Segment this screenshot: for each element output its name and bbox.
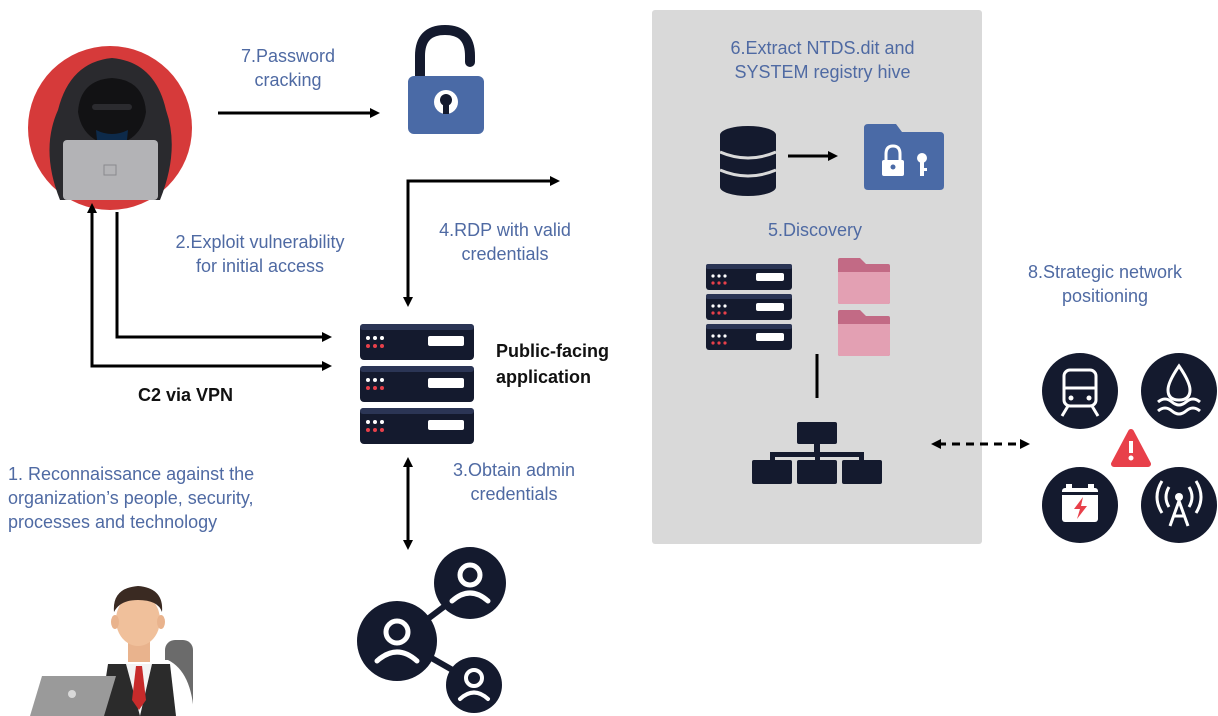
battery-icon — [1042, 467, 1118, 543]
arrow-c2-vpn — [87, 203, 332, 371]
database-icon — [719, 126, 777, 196]
org-chart-icon — [752, 422, 882, 484]
arrow-rdp — [403, 176, 560, 307]
c2-via-vpn-label: C2 via VPN — [138, 385, 234, 405]
step-3-label: 3.Obtain admin credentials — [452, 460, 576, 504]
padlock-open-icon — [408, 24, 484, 134]
hacker-icon — [28, 46, 192, 210]
folder-icon — [838, 258, 890, 356]
arrow-exploit — [115, 212, 332, 342]
warning-icon — [1111, 429, 1151, 467]
step-8-label: 8.Strategic network positioning — [1027, 262, 1183, 306]
water-icon — [1141, 353, 1217, 429]
step-6-label: 6.Extract NTDS.dit and SYSTEM registry h… — [730, 38, 915, 82]
public-facing-app-label: Public-facing application — [496, 341, 610, 387]
discovery-server-icon — [706, 264, 792, 350]
antenna-icon — [1141, 467, 1217, 543]
users-network-icon — [357, 547, 506, 713]
employee-icon — [30, 586, 194, 716]
step-1-label: 1. Reconnaissance against the organizati… — [8, 464, 255, 532]
step-7-label: 7.Password cracking — [240, 46, 336, 90]
train-icon — [1042, 353, 1118, 429]
locked-folder-icon — [864, 124, 944, 190]
step-5-label: 5.Discovery — [767, 220, 863, 240]
server-icon — [360, 324, 474, 444]
